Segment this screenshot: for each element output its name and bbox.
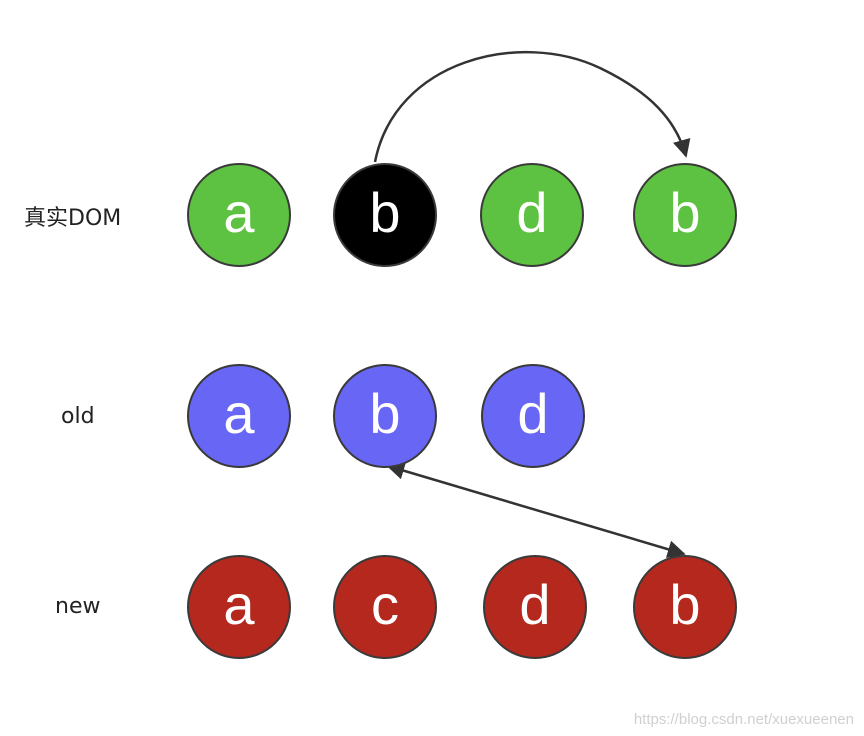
node-letter: a (223, 382, 255, 445)
row-label-new: new (55, 594, 101, 619)
move-arrow-curve (373, 50, 691, 163)
watermark-text: https://blog.csdn.net/xuexueenen (633, 711, 854, 728)
row-label-real-dom: 真实DOM (24, 206, 122, 231)
row-label-old: old (61, 404, 95, 429)
old-node-b: b (333, 364, 437, 468)
new-node-c: c (333, 555, 437, 659)
old-node-a: a (187, 364, 291, 468)
real-dom-node-d: d (480, 163, 584, 267)
node-letter: c (371, 573, 399, 636)
real-dom-node-a: a (187, 163, 291, 267)
real-dom-node-b-moved: b (633, 163, 737, 267)
new-node-d: d (483, 555, 587, 659)
node-letter: b (369, 382, 401, 445)
node-letter: d (516, 181, 548, 244)
node-letter: a (223, 573, 255, 636)
new-node-a: a (187, 555, 291, 659)
new-node-b: b (633, 555, 737, 659)
old-node-d: d (481, 364, 585, 468)
real-dom-node-b: b (333, 163, 437, 267)
node-letter: a (223, 181, 255, 244)
node-letter: b (669, 573, 701, 636)
node-letter: b (669, 181, 701, 244)
node-letter: d (519, 573, 551, 636)
match-arrow-double (386, 461, 686, 559)
node-letter: b (369, 181, 401, 244)
node-letter: d (517, 382, 549, 445)
